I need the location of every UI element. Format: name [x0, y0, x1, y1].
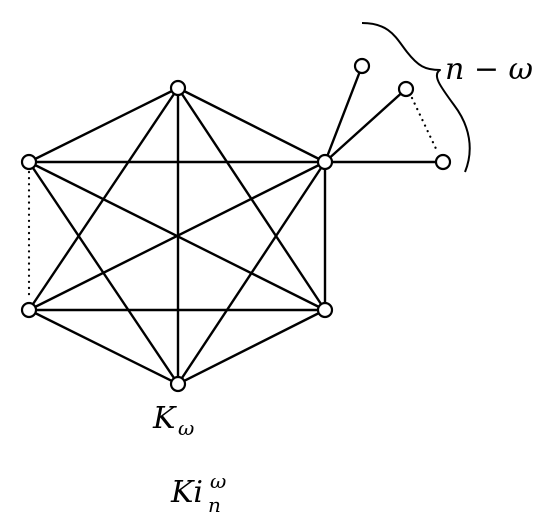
edge [27, 86, 180, 164]
vertices [20, 57, 452, 393]
clique-edges [27, 86, 327, 386]
edge [27, 160, 327, 312]
pendant-edge [323, 64, 364, 164]
graph-name-superscript: ω [210, 469, 226, 493]
pendant-vertex [397, 80, 415, 98]
clique-vertex [316, 153, 334, 171]
pendant-dotted-edge [410, 96, 440, 155]
edge [176, 86, 327, 164]
clique-label-base: K [152, 401, 177, 436]
graph-name-subscript: n [208, 493, 221, 517]
graph-name-base: Ki [170, 475, 203, 510]
edge [27, 308, 180, 386]
pendant-edge [323, 87, 408, 164]
pendant-vertex [434, 153, 452, 171]
clique-vertex [169, 79, 187, 97]
clique-vertex [169, 375, 187, 393]
curly-brace [361, 22, 471, 173]
leaf-count-label: n − ω [445, 52, 533, 87]
clique-label-subscript: ω [178, 416, 194, 440]
edge [27, 160, 180, 386]
clique-vertex [20, 301, 38, 319]
clique-vertex [316, 301, 334, 319]
edge [176, 308, 327, 386]
clique-label: K ω [152, 401, 194, 440]
clique-vertex [20, 153, 38, 171]
graph-name-label: Ki ω n [170, 469, 226, 517]
pendant-edges [323, 64, 445, 164]
pendant-vertex [353, 57, 371, 75]
